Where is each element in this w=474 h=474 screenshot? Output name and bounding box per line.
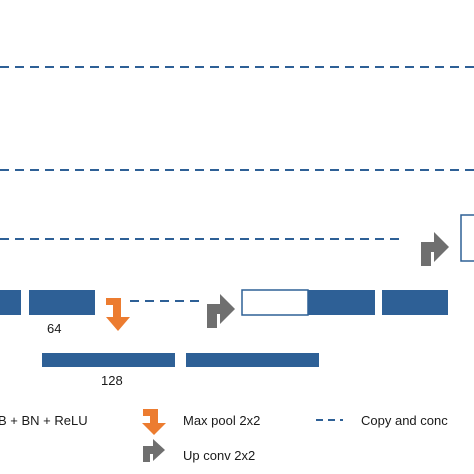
legend-maxpool-icon — [142, 409, 166, 435]
legend-maxpool-label: Max pool 2x2 — [183, 413, 261, 428]
feature-block-128-1 — [42, 353, 175, 367]
feature-block-64-partial — [0, 290, 21, 315]
feature-block-decoder-1 — [308, 290, 375, 315]
feature-count-label-64: 64 — [47, 321, 62, 336]
feature-block-outline-top-right — [460, 214, 474, 262]
legend-copy-label: Copy and conc — [361, 413, 448, 428]
feature-block-decoder-2 — [382, 290, 448, 315]
feature-block-128-2 — [186, 353, 319, 367]
maxpool-arrow-icon — [106, 298, 130, 331]
legend-conv-label: B + BN + ReLU — [0, 413, 88, 428]
feature-block-64 — [29, 290, 95, 315]
upconv-arrow-icon-2 — [207, 294, 235, 328]
upconv-arrow-icon — [421, 232, 449, 266]
feature-block-decoder-outline — [241, 289, 309, 316]
legend-upconv-icon — [143, 439, 165, 462]
legend-upconv-label: Up conv 2x2 — [183, 448, 256, 463]
feature-count-label-128: 128 — [101, 373, 123, 388]
